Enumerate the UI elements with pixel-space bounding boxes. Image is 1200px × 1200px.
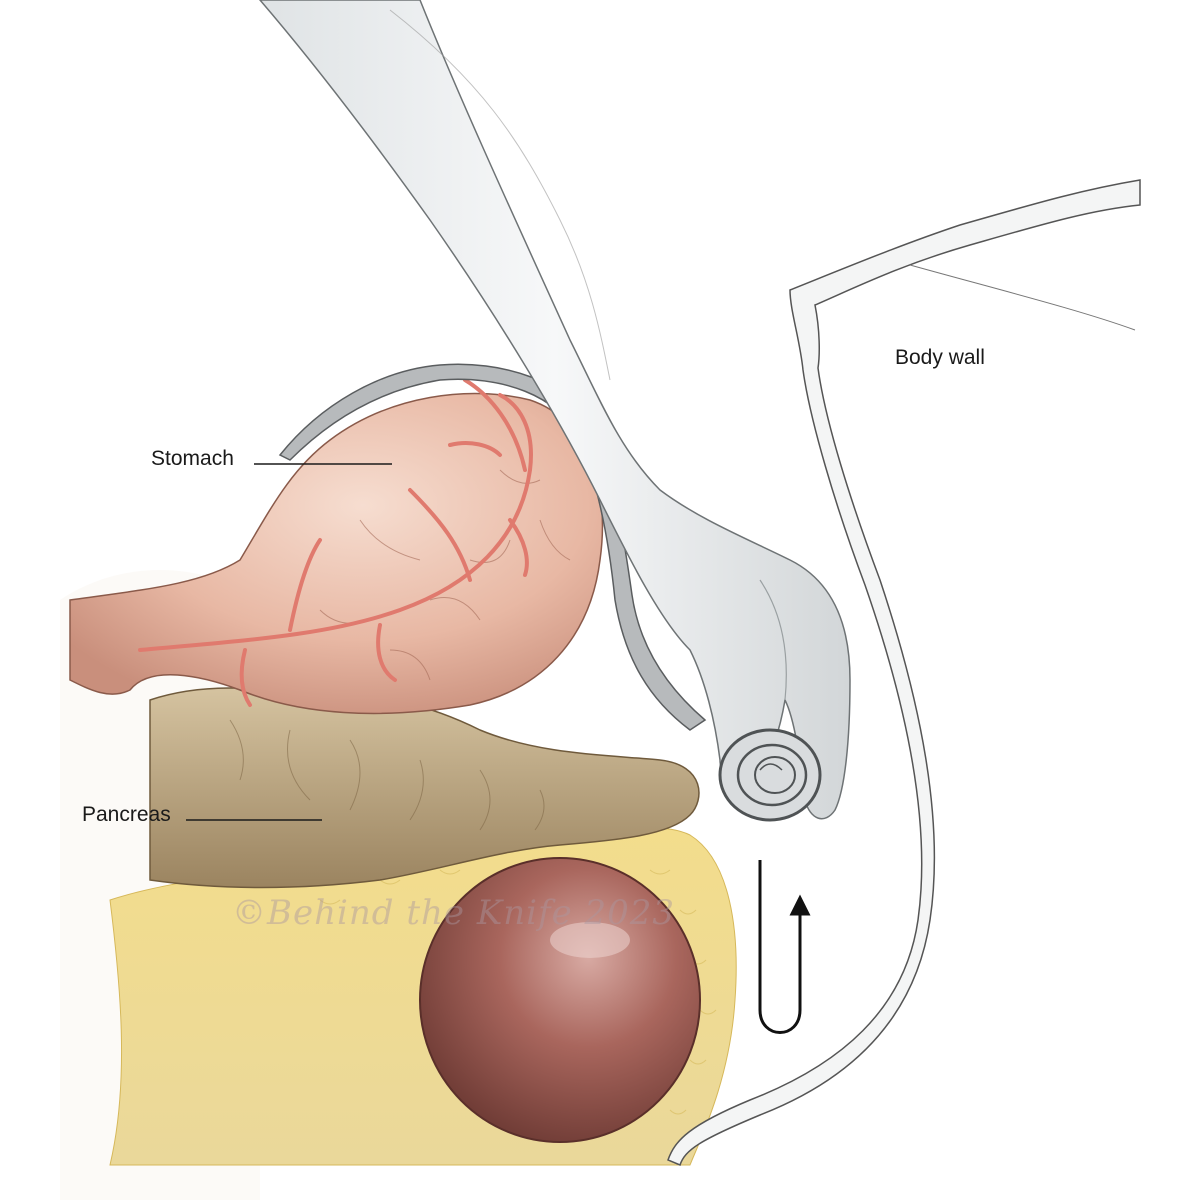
glove-finger-crease	[759, 579, 787, 701]
cyst-mass	[419, 857, 701, 1143]
body-wall-inner-line	[909, 264, 1136, 331]
body-wall-label: Body wall	[895, 346, 985, 369]
stomach-label: Stomach	[151, 447, 234, 470]
stomach	[69, 392, 604, 715]
pancreas-texture	[229, 719, 545, 831]
body-wall	[667, 179, 1141, 1167]
cyst-highlight	[550, 922, 630, 958]
pancreas-label: Pancreas	[82, 803, 171, 826]
copyright-watermark: ©Behind the Knife 2023	[232, 893, 676, 933]
stomach-capillaries	[319, 469, 571, 681]
stomach-arteries	[138, 378, 533, 707]
curved-up-arrow-icon	[758, 860, 811, 1034]
peritoneal-outline	[389, 9, 611, 381]
rolled-sponge-icon	[718, 728, 822, 822]
